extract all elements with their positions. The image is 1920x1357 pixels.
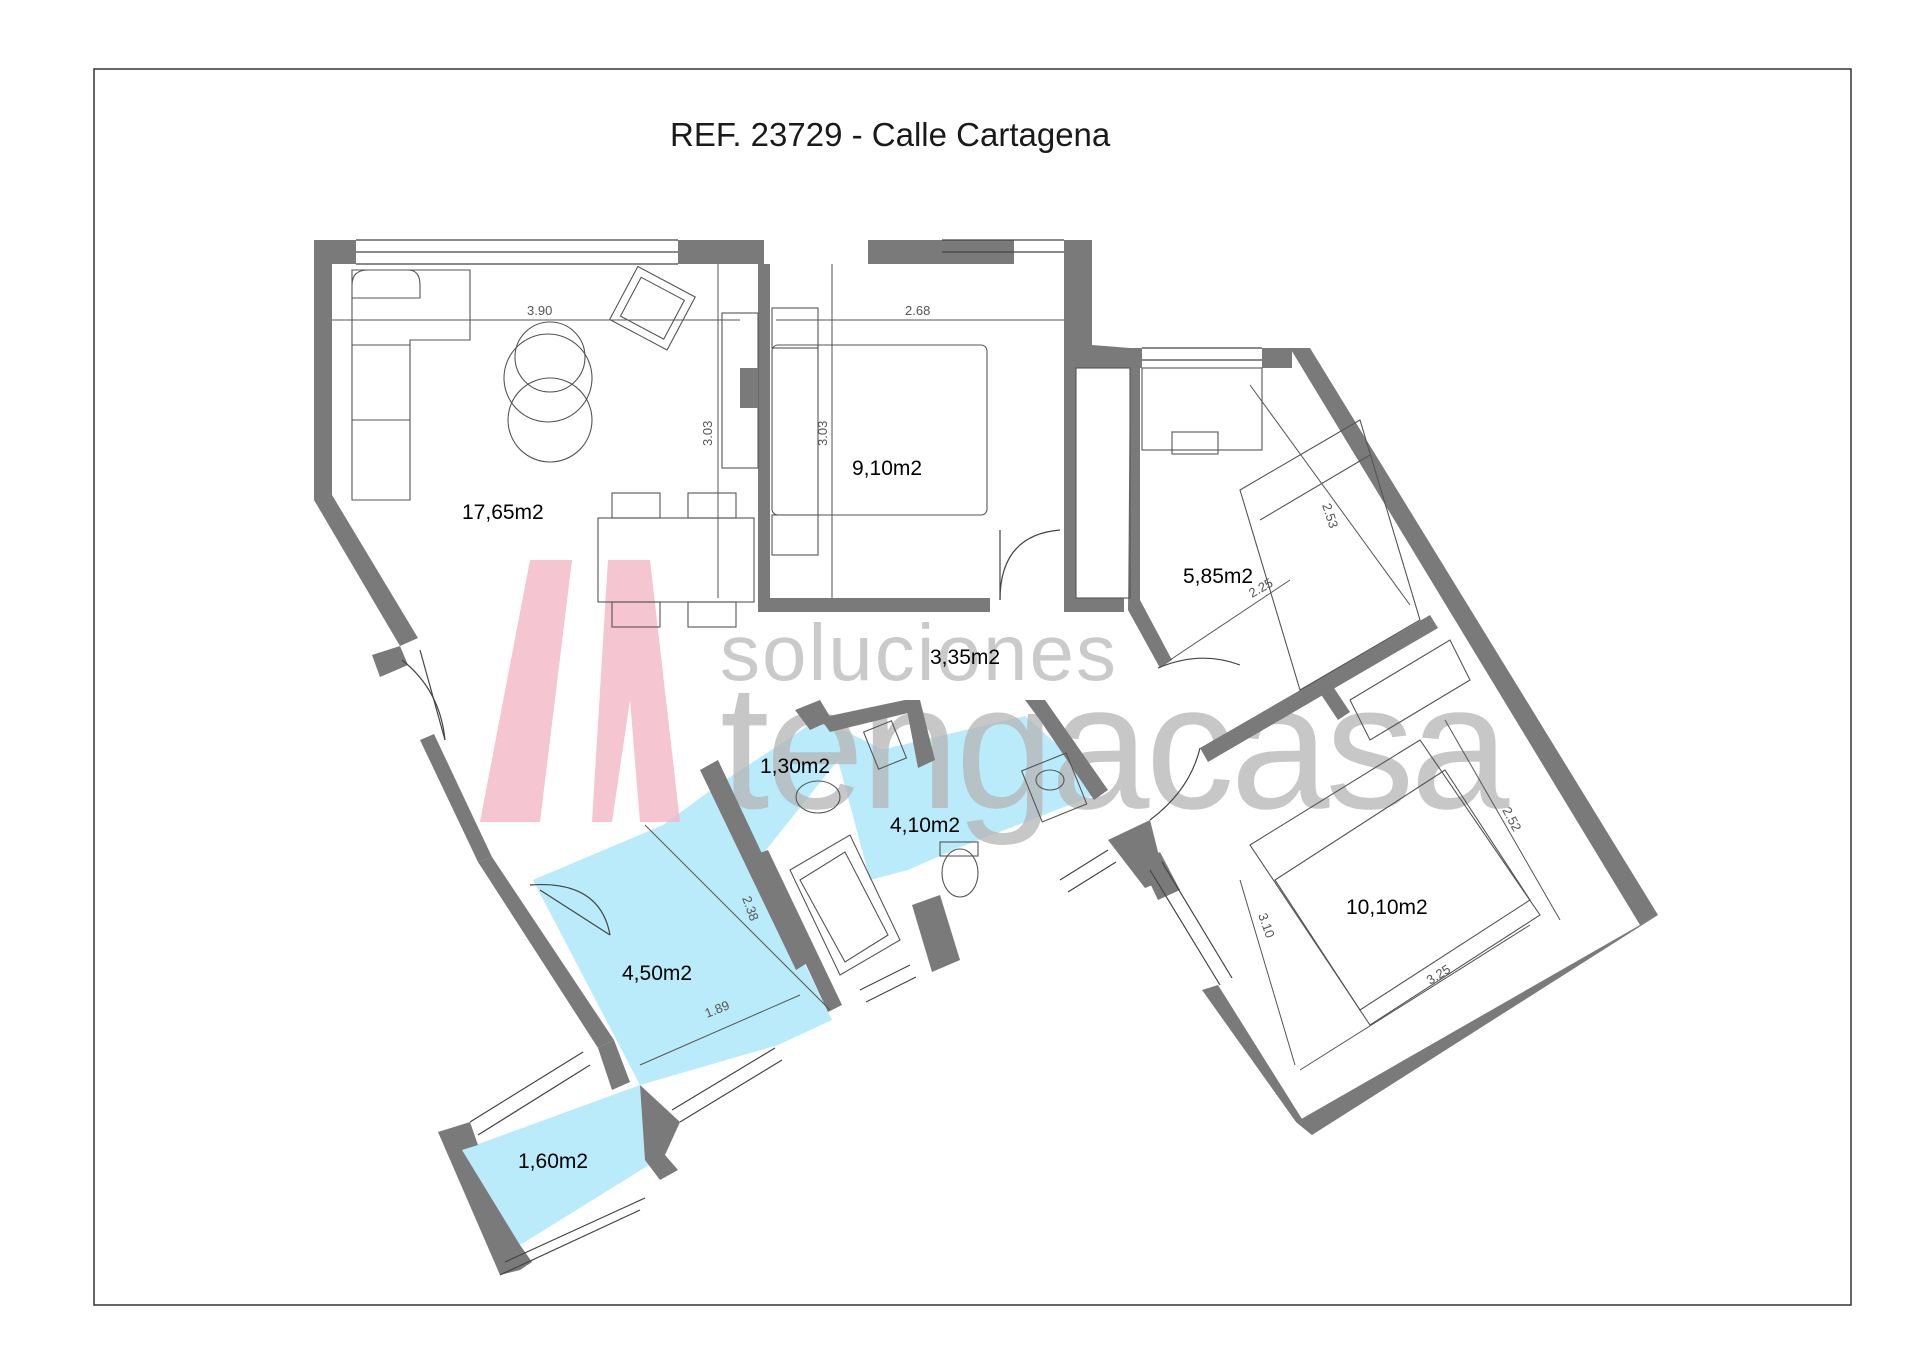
doors [401, 529, 1241, 936]
room-labels: 17,65m2 9,10m2 5,85m2 3,35m2 1,30m2 4,10… [462, 457, 1428, 1173]
dim-salon-width: 3.90 [527, 303, 552, 318]
dim-bedroom2-length: 2.53 [1319, 501, 1341, 530]
plan-title: REF. 23729 - Calle Cartagena [670, 116, 1111, 153]
furniture [351, 265, 1541, 1026]
wc-fill [718, 718, 895, 855]
room-area-bedroom-3: 10,10m2 [1346, 896, 1428, 919]
dimension-lines [332, 264, 1561, 1071]
dim-salon-depth: 3.03 [700, 421, 715, 446]
dim-bedroom1-width: 2.68 [905, 303, 930, 318]
room-area-laundry: 1,60m2 [518, 1150, 588, 1173]
watermark: soluciones tengacasa [480, 560, 1513, 846]
room-area-kitchen: 4,50m2 [622, 962, 692, 985]
dim-bedroom3-length: 3.10 [1255, 911, 1278, 940]
room-area-bathroom: 4,10m2 [890, 814, 960, 837]
room-area-hall: 3,35m2 [930, 646, 1000, 669]
dim-bedroom1-depth: 3.03 [815, 421, 830, 446]
windows [356, 239, 1262, 1276]
kitchen-fill [533, 785, 832, 1085]
room-area-bedroom-1: 9,10m2 [852, 457, 922, 480]
watermark-line2: tengacasa [720, 647, 1509, 846]
watermark-logo-right [592, 560, 680, 822]
room-area-bedroom-2: 5,85m2 [1183, 565, 1253, 588]
laundry-fill [462, 1085, 665, 1245]
room-area-wc: 1,30m2 [760, 755, 830, 778]
page-frame [93, 68, 1852, 1306]
room-area-salon: 17,65m2 [462, 501, 544, 524]
watermark-line1: soluciones [720, 608, 1118, 697]
watermark-logo [480, 560, 572, 822]
